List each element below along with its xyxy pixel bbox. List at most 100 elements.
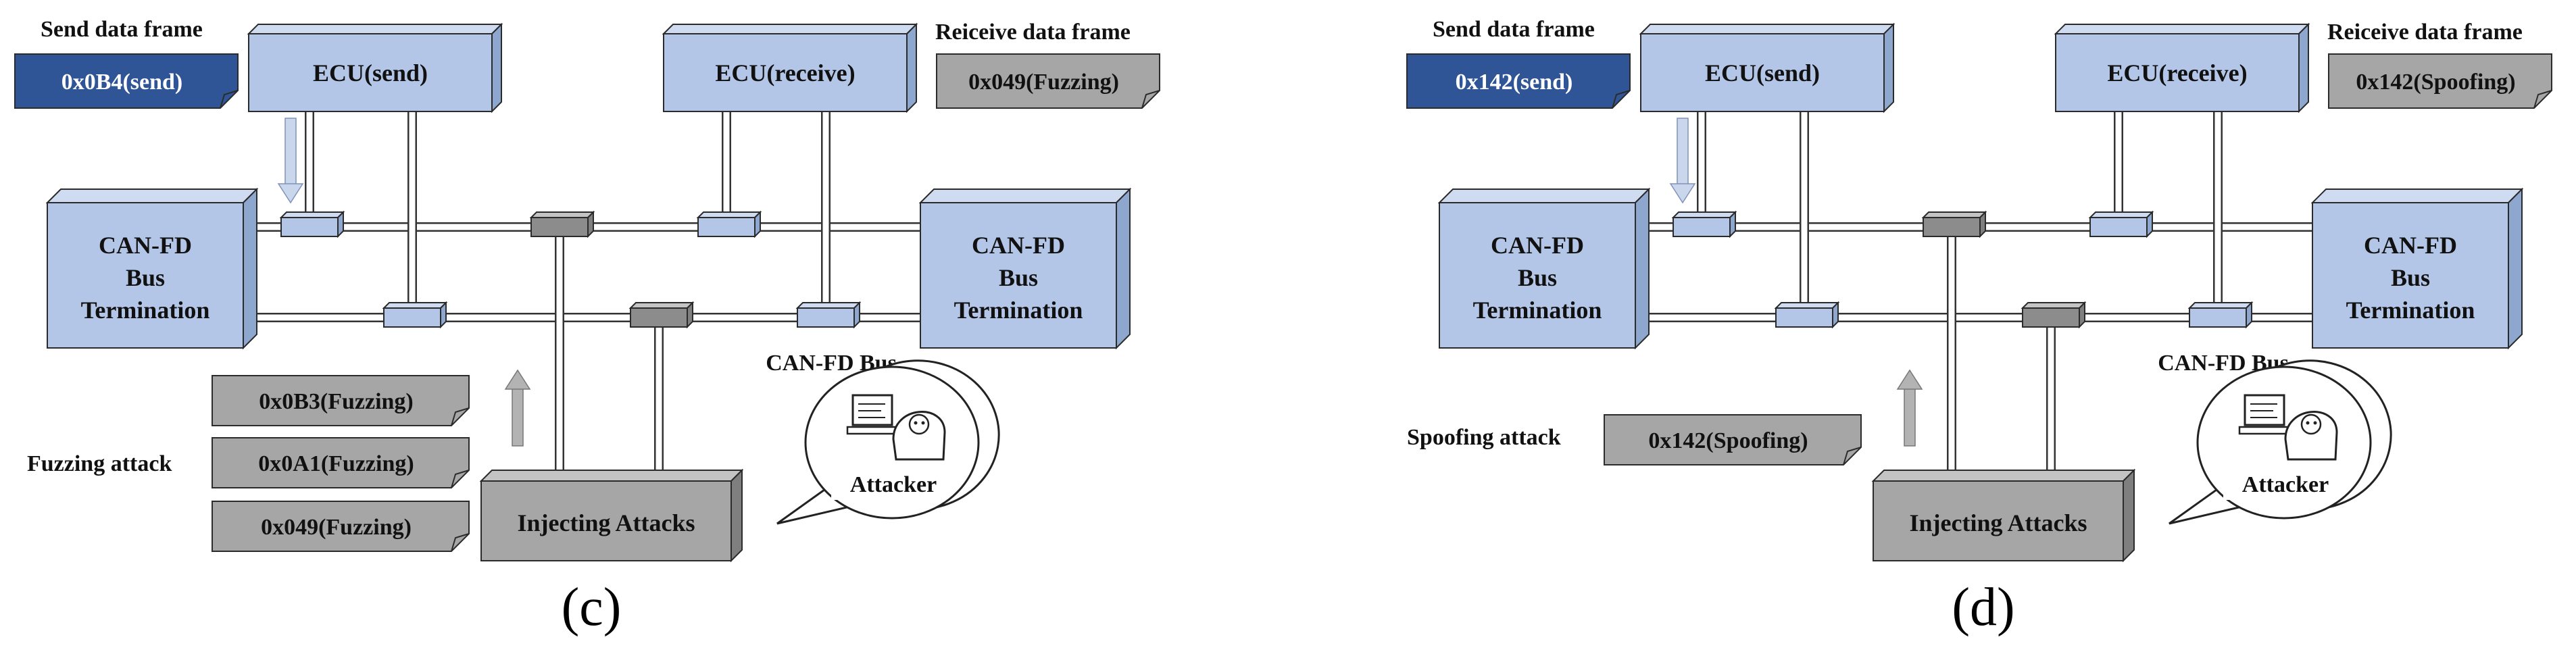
connector-ecu-send-lower-side	[1832, 301, 1839, 329]
attack-tag-2-text: 0x049(Fuzzing)	[261, 515, 412, 540]
attacker-bubble: Attacker	[776, 359, 1000, 525]
hacker-eye	[2313, 421, 2317, 425]
receive-frame-label: Reiceive data frame	[935, 20, 1131, 45]
ecu-receive-front	[2055, 33, 2300, 112]
connector-attack-lower-front	[630, 307, 688, 328]
attack-tag-2: 0x049(Fuzzing)	[212, 501, 470, 552]
termination-left-line: CAN-FD	[99, 232, 192, 259]
receive-tag-text: 0x142(Spoofing)	[2356, 70, 2515, 95]
receive-tag-shape	[936, 53, 1160, 109]
ecu-send-side	[491, 22, 502, 113]
attack-tag-0-fold	[1843, 447, 1862, 465]
connector-ecu-receive-upper-front	[697, 217, 756, 237]
ecu-receive: ECU(receive)	[662, 22, 918, 113]
hacker-keyboard	[2238, 426, 2291, 435]
send-tag-fold	[220, 90, 239, 109]
ecu-send-front	[248, 33, 493, 112]
attack-tag-1-text: 0x0A1(Fuzzing)	[258, 451, 414, 476]
send-arrow	[277, 118, 304, 204]
ecu-send-side	[1883, 22, 1894, 113]
termination-left-line: Bus	[126, 264, 165, 291]
receive-tag: 0x142(Spoofing)	[2328, 53, 2552, 109]
ecu-receive: ECU(receive)	[2054, 22, 2310, 113]
hacker-face	[908, 413, 930, 435]
receive-tag-fold	[2533, 90, 2552, 109]
send-tag-text: 0x0B4(send)	[61, 70, 182, 95]
attacker-bubble-mask	[2223, 473, 2264, 500]
receive-tag-fold	[1141, 90, 1160, 109]
connector-attack-upper-top	[1921, 211, 1987, 218]
connector-ecu-send-lower	[382, 301, 448, 329]
termination-left-line: Termination	[1473, 297, 1602, 324]
connector-attack-lower-top	[2021, 302, 2087, 309]
connector-ecu-send-lower-front	[383, 307, 441, 328]
send-arrow	[1669, 118, 1696, 204]
connector-ecu-receive-lower-side	[853, 301, 860, 329]
connector-attack-lower-side	[2079, 301, 2085, 329]
attack-tag-0-fold	[451, 407, 470, 426]
ecu-receive-label: ECU(receive)	[2107, 59, 2247, 86]
termination-right-line: Termination	[954, 297, 1083, 324]
termination-right-line: CAN-FD	[972, 232, 1065, 259]
injecting-attacks-box-side	[2123, 468, 2135, 563]
connector-attack-upper-front	[1923, 217, 1981, 237]
send-tag-shape	[1406, 53, 1631, 109]
attack-tag-2-shape	[212, 501, 470, 552]
connector-ecu-receive-lower	[795, 301, 862, 329]
injecting-attacks-box-front	[480, 480, 732, 561]
hacker-hood	[2284, 411, 2338, 461]
termination-left-line: Bus	[1518, 264, 1557, 291]
receive-frame-label: Reiceive data frame	[2327, 20, 2523, 45]
send-arrow-shaft	[284, 118, 297, 186]
attack-tag-1-shape	[212, 437, 470, 488]
connector-ecu-send-lower-side	[440, 301, 447, 329]
connector-attack-upper	[529, 210, 595, 238]
panel-caption: (d)	[1952, 578, 2014, 637]
connector-attack-upper-side	[587, 210, 594, 238]
ecu-send-top	[247, 24, 503, 34]
termination-right-side	[1116, 187, 1131, 350]
connector-ecu-receive-upper-front	[2089, 217, 2148, 237]
connector-ecu-receive-upper	[2088, 210, 2154, 238]
attack-arrow-head	[504, 369, 531, 390]
connector-attack-lower-side	[687, 301, 693, 329]
attacker-label: Attacker	[850, 472, 937, 497]
connector-ecu-send-upper-side	[1729, 210, 1736, 238]
injecting-attacks-box-top	[1871, 470, 2136, 482]
ecu-receive-top	[662, 24, 918, 34]
panel-d: CAN-FDBusTerminationCAN-FDBusTermination…	[1406, 17, 2552, 637]
injecting-attacks-box: Injecting Attacks	[479, 468, 744, 563]
connector-ecu-send-upper	[279, 210, 345, 238]
injecting-attacks-label: Injecting Attacks	[518, 509, 695, 536]
send-tag-text: 0x142(send)	[1456, 70, 1573, 95]
attacker-bubble: Attacker	[2169, 359, 2392, 525]
termination-left-line: CAN-FD	[1491, 232, 1584, 259]
ecu-send-label: ECU(send)	[1705, 59, 1820, 86]
send-tag: 0x142(send)	[1406, 53, 1631, 109]
injecting-attacks-box: Injecting Attacks	[1871, 468, 2136, 563]
ecu-receive-label: ECU(receive)	[715, 59, 855, 86]
connector-attack-upper-side	[1979, 210, 1986, 238]
termination-left-front	[47, 202, 244, 349]
panel-c: CAN-FDBusTerminationCAN-FDBusTermination…	[14, 17, 1160, 637]
hacker-keyboard	[846, 426, 899, 435]
connector-attack-lower	[628, 301, 695, 329]
hacker-eye	[914, 421, 918, 425]
termination-left-top	[45, 188, 259, 203]
attack-arrow	[504, 369, 531, 447]
connector-ecu-send-upper-side	[337, 210, 344, 238]
attack-tag-0: 0x142(Spoofing)	[1604, 414, 1862, 465]
connector-ecu-receive-lower-top	[2187, 302, 2254, 309]
connector-ecu-send-lower-top	[1774, 302, 1840, 309]
connector-attack-lower-front	[2022, 307, 2080, 328]
send-frame-label: Send data frame	[41, 17, 203, 42]
termination-right-front	[920, 202, 1117, 349]
termination-left-top	[1437, 188, 1651, 203]
termination-right-line: Bus	[2391, 264, 2430, 291]
attack-arrow	[1896, 369, 1923, 447]
attack-arrow-shaft	[1904, 387, 1916, 447]
